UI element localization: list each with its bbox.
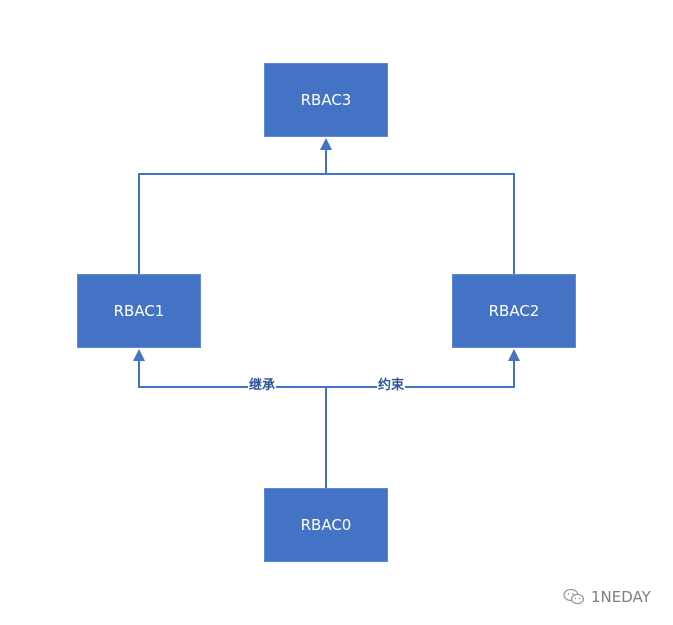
edge-label-constraint: 约束: [377, 378, 406, 394]
watermark: 1NEDAY: [563, 588, 651, 606]
node-rbac2-label: RBAC2: [488, 302, 540, 320]
node-rbac2: RBAC2: [452, 274, 576, 348]
edge-label-inherit: 继承: [248, 378, 277, 394]
wechat-icon: [563, 588, 585, 606]
edge-rbac1-to-rbac3: [138, 173, 326, 274]
node-rbac1-label: RBAC1: [113, 302, 165, 320]
node-rbac3: RBAC3: [264, 63, 388, 137]
arrowhead-rbac3: [320, 138, 332, 150]
arrowhead-rbac1: [133, 349, 145, 361]
edge-label-constraint-text: 约束: [378, 378, 405, 393]
node-rbac0-label: RBAC0: [300, 516, 352, 534]
arrowhead-rbac2: [508, 349, 520, 361]
watermark-text: 1NEDAY: [591, 588, 651, 606]
edge-constraint-to-rbac2: [326, 358, 515, 388]
edge-rbac2-to-rbac3: [326, 173, 515, 274]
node-rbac0: RBAC0: [264, 488, 388, 562]
node-rbac3-label: RBAC3: [300, 91, 352, 109]
node-rbac1: RBAC1: [77, 274, 201, 348]
edge-inherit-to-rbac1: [138, 358, 326, 388]
edge-label-inherit-text: 继承: [249, 378, 276, 393]
